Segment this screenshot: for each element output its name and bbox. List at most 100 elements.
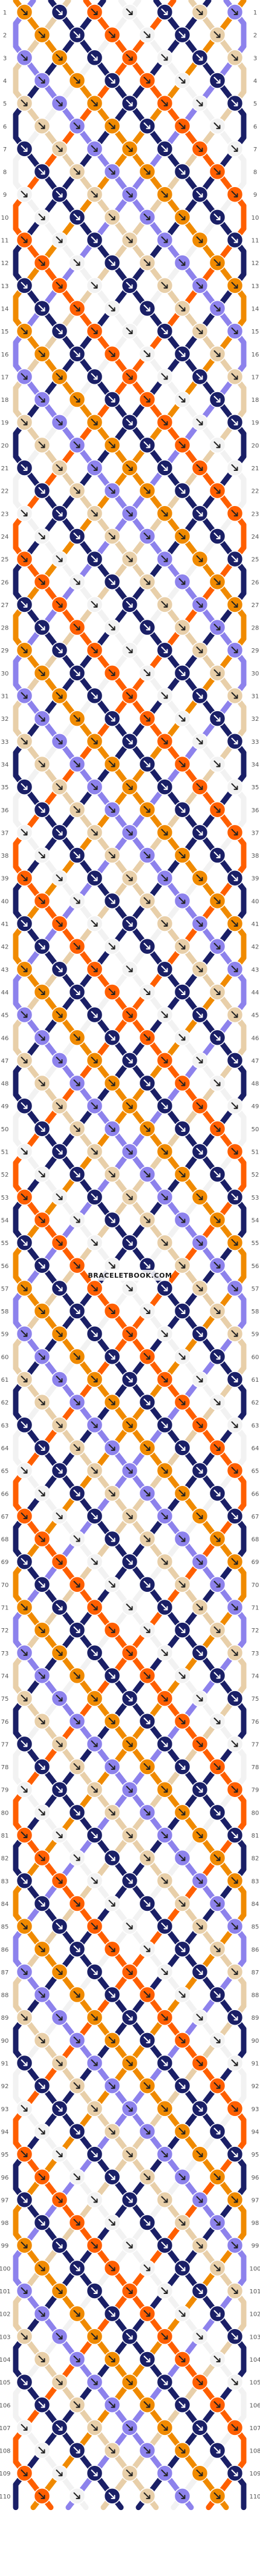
forward-knot-arrow-icon: [161, 2287, 168, 2294]
forward-knot-arrow-icon: [161, 2196, 168, 2203]
forward-knot-arrow-icon: [108, 1398, 115, 1405]
row-number-left: 70: [1, 1582, 9, 1589]
forward-knot-arrow-icon: [21, 2150, 28, 2158]
forward-knot-arrow-icon: [196, 236, 203, 243]
forward-knot-arrow-icon: [231, 1558, 238, 1565]
forward-knot-arrow-icon: [91, 1193, 98, 1200]
forward-knot-arrow-icon: [108, 122, 115, 130]
row-number-right: 9: [253, 192, 257, 199]
row-number-right: 59: [252, 1332, 259, 1338]
forward-knot-arrow-icon: [196, 1421, 203, 1428]
forward-knot-arrow-icon: [178, 897, 186, 904]
forward-knot-arrow-icon: [73, 578, 80, 585]
forward-knot-arrow-icon: [21, 2196, 28, 2203]
row-number-left: 15: [1, 329, 9, 335]
forward-knot-arrow-icon: [178, 2446, 186, 2454]
forward-knot-arrow-icon: [231, 1376, 238, 1382]
forward-knot-arrow-icon: [56, 145, 63, 152]
forward-knot-arrow-icon: [231, 965, 238, 973]
forward-knot-arrow-icon: [108, 760, 115, 767]
forward-knot-arrow-icon: [91, 191, 98, 198]
forward-knot-arrow-icon: [38, 1580, 45, 1588]
forward-knot-arrow-icon: [178, 1809, 186, 1816]
forward-knot-arrow-icon: [196, 1740, 203, 1747]
forward-knot-arrow-icon: [38, 2082, 45, 2089]
forward-knot-arrow-icon: [178, 1580, 186, 1588]
row-number-right: 23: [252, 511, 259, 518]
forward-knot-arrow-icon: [143, 2446, 151, 2454]
forward-knot-arrow-icon: [196, 373, 203, 380]
forward-knot-arrow-icon: [108, 2492, 115, 2499]
row-number-left: 81: [1, 1833, 9, 1839]
forward-knot-arrow-icon: [126, 145, 133, 152]
forward-knot-arrow-icon: [56, 1740, 63, 1747]
row-number-left: 102: [0, 2312, 11, 2318]
forward-knot-arrow-icon: [21, 1056, 28, 1063]
forward-knot-arrow-icon: [126, 600, 133, 608]
forward-knot-arrow-icon: [143, 1079, 151, 1086]
forward-knot-arrow-icon: [21, 2378, 28, 2385]
row-number-left: 74: [1, 1673, 9, 1680]
forward-knot-arrow-icon: [73, 1809, 80, 1816]
row-number-right: 3: [253, 55, 257, 62]
forward-knot-arrow-icon: [91, 2333, 98, 2340]
row-number-left: 40: [1, 898, 9, 905]
forward-knot-arrow-icon: [91, 1558, 98, 1565]
forward-knot-arrow-icon: [91, 737, 98, 744]
row-number-right: 86: [252, 1947, 259, 1953]
forward-knot-arrow-icon: [21, 920, 28, 927]
forward-knot-arrow-icon: [143, 988, 151, 995]
forward-knot-arrow-icon: [73, 1125, 80, 1132]
forward-knot-arrow-icon: [161, 1922, 168, 1930]
forward-knot-arrow-icon: [91, 2014, 98, 2021]
row-number-left: 24: [1, 534, 9, 540]
forward-knot-arrow-icon: [56, 281, 63, 289]
row-number-right: 108: [249, 2448, 260, 2455]
forward-knot-arrow-icon: [213, 1626, 221, 1634]
forward-knot-arrow-icon: [56, 1056, 63, 1063]
forward-knot-arrow-icon: [126, 2196, 133, 2203]
forward-knot-arrow-icon: [231, 464, 238, 471]
forward-knot-arrow-icon: [91, 327, 98, 335]
row-number-right: 110: [249, 2494, 260, 2500]
forward-knot-arrow-icon: [108, 988, 115, 995]
forward-knot-arrow-icon: [231, 327, 238, 335]
forward-knot-arrow-icon: [143, 441, 151, 448]
forward-knot-arrow-icon: [108, 1444, 115, 1451]
watermark-backdrop: [91, 1270, 169, 1281]
row-number-left: 8: [3, 169, 7, 176]
forward-knot-arrow-icon: [108, 669, 115, 676]
row-number-left: 13: [1, 283, 9, 290]
row-number-left: 29: [1, 648, 9, 654]
forward-knot-arrow-icon: [56, 920, 63, 927]
row-number-left: 9: [3, 192, 7, 199]
forward-knot-arrow-icon: [21, 692, 28, 699]
forward-knot-arrow-icon: [161, 510, 168, 517]
forward-knot-arrow-icon: [21, 191, 28, 198]
forward-knot-arrow-icon: [56, 1512, 63, 1519]
forward-knot-arrow-icon: [196, 2241, 203, 2249]
forward-knot-arrow-icon: [73, 1216, 80, 1223]
forward-knot-arrow-icon: [178, 623, 186, 631]
forward-knot-arrow-icon: [126, 2333, 133, 2340]
row-number-left: 80: [1, 1810, 9, 1816]
forward-knot-arrow-icon: [56, 464, 63, 471]
row-number-left: 89: [1, 2015, 9, 2022]
forward-knot-arrow-icon: [73, 1171, 80, 1178]
forward-knot-arrow-icon: [91, 2150, 98, 2158]
forward-knot-arrow-icon: [91, 2196, 98, 2203]
forward-knot-arrow-icon: [213, 669, 221, 676]
row-number-right: 62: [252, 1400, 259, 1407]
forward-knot-arrow-icon: [108, 1490, 115, 1497]
forward-knot-arrow-icon: [161, 1467, 168, 1474]
forward-knot-arrow-icon: [108, 2219, 115, 2226]
row-number-right: 16: [252, 352, 259, 358]
forward-knot-arrow-icon: [38, 1672, 45, 1679]
forward-knot-arrow-icon: [21, 1922, 28, 1930]
forward-knot-arrow-icon: [126, 555, 133, 562]
forward-knot-arrow-icon: [91, 99, 98, 107]
forward-knot-arrow-icon: [56, 1558, 63, 1565]
forward-knot-arrow-icon: [213, 1444, 221, 1451]
forward-knot-arrow-icon: [21, 600, 28, 608]
forward-knot-arrow-icon: [143, 31, 151, 38]
